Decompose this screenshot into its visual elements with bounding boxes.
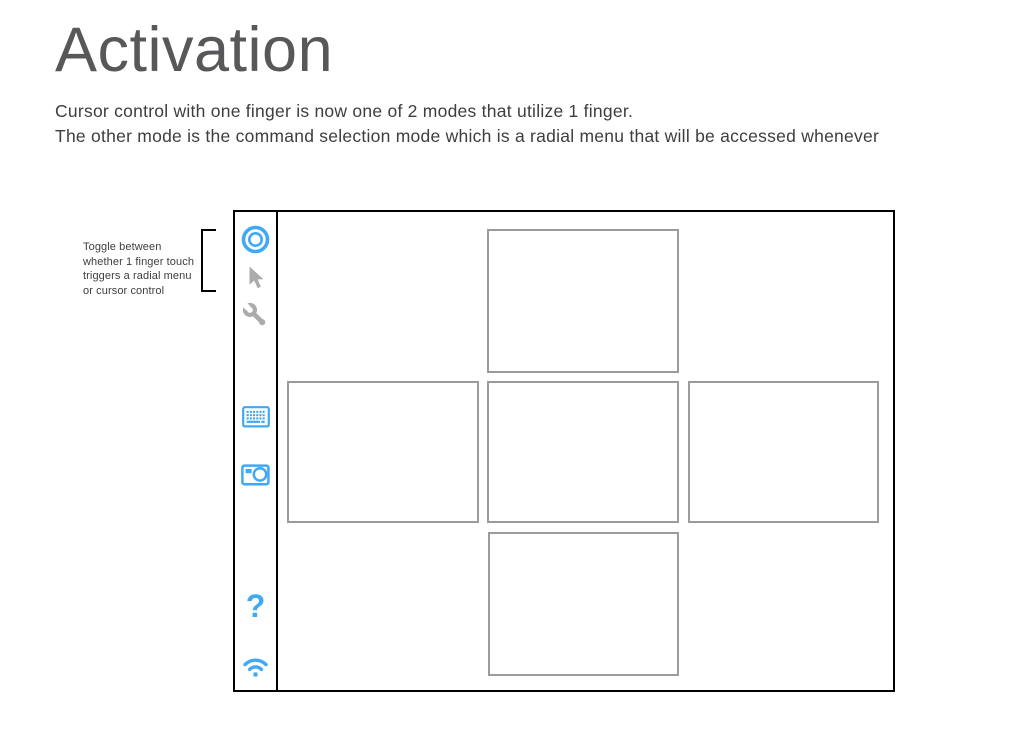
annotation-line: Toggle between: [83, 241, 162, 253]
annotation-line: whether 1 finger touch: [83, 255, 195, 268]
help-icon: ?: [245, 588, 266, 624]
annotation-note: Toggle between whether 1 finger touch tr…: [83, 240, 215, 298]
screenshot-button[interactable]: [235, 462, 276, 487]
app-window: ?: [233, 210, 895, 692]
placeholder-box-middle-right: [688, 381, 879, 523]
wifi-button[interactable]: [235, 655, 276, 678]
page-title: Activation: [55, 15, 334, 85]
help-button[interactable]: ?: [235, 588, 276, 624]
canvas-area: [278, 212, 893, 690]
radial-menu-toggle-icon: [240, 224, 271, 255]
placeholder-box-middle-left: [287, 381, 479, 523]
page-description: Cursor control with one finger is now on…: [55, 99, 879, 148]
settings-tool-button[interactable]: [235, 300, 276, 331]
placeholder-box-bottom-center: [488, 532, 679, 676]
annotation-line: triggers a radial menu: [83, 270, 192, 283]
page-description-line-2: The other mode is the command selection …: [55, 125, 880, 146]
keyboard-button[interactable]: [235, 406, 276, 428]
annotation-line: or cursor control: [83, 284, 165, 297]
camera-icon: [241, 462, 270, 487]
keyboard-icon: [241, 406, 270, 428]
placeholder-box-middle-center: [487, 381, 679, 523]
cursor-tool-button[interactable]: [235, 266, 276, 292]
page-description-line-1: Cursor control with one finger is now on…: [55, 101, 634, 121]
annotation-bracket: [201, 229, 216, 292]
toolbar: ?: [235, 212, 278, 690]
placeholder-box-top-center: [487, 229, 679, 373]
radial-menu-toggle-button[interactable]: [235, 224, 276, 255]
wrench-icon: [240, 300, 271, 331]
cursor-icon: [247, 266, 264, 292]
wifi-icon: [242, 655, 269, 678]
